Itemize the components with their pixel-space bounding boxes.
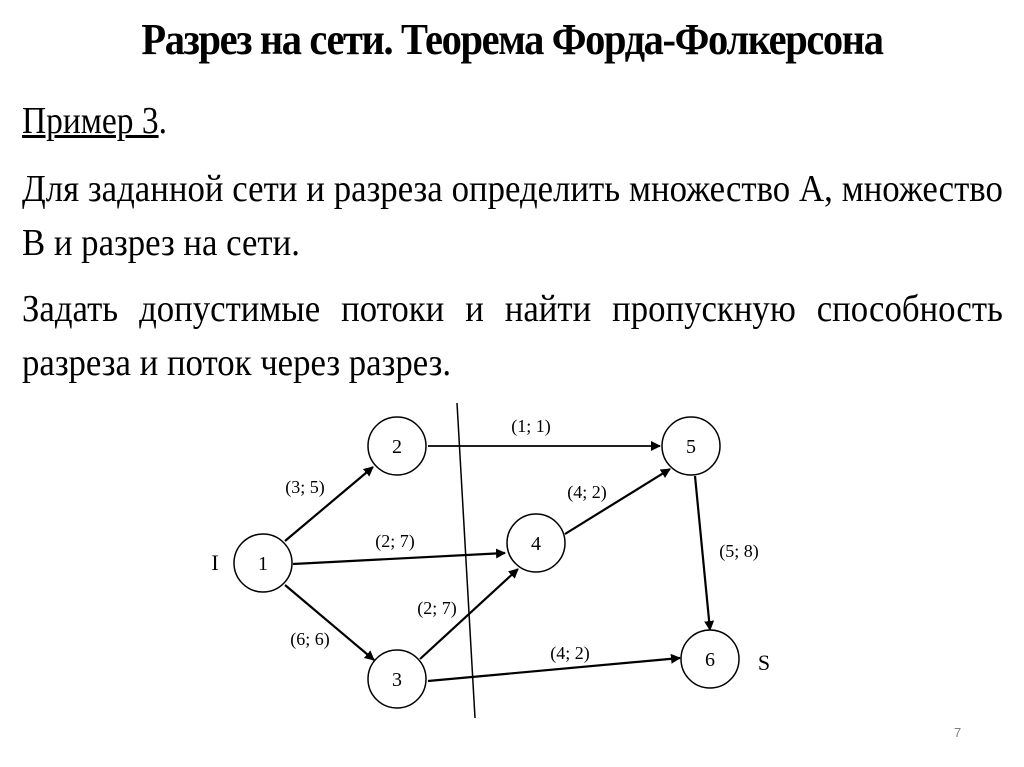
page-number: 7 (954, 725, 962, 740)
node-2: 2 (367, 416, 427, 476)
node-6: 6 (680, 629, 740, 689)
task-paragraph-1: Для заданной сети и разреза определить м… (22, 168, 1003, 264)
node-5: 5 (661, 416, 721, 476)
edge-3-4: (2; 7) (417, 568, 519, 660)
edge-label: (6; 6) (290, 629, 330, 650)
edge-1-4: (2; 7) (292, 531, 506, 566)
cut-line (456, 402, 476, 719)
edge-3-6: (4; 2) (427, 643, 681, 683)
edge-label: (5; 8) (719, 541, 759, 562)
svg-text:2: 2 (392, 436, 402, 458)
node-3: 3 (367, 649, 427, 709)
edge-label: (4; 2) (550, 643, 590, 664)
svg-text:5: 5 (686, 436, 696, 458)
source-label: I (211, 550, 218, 575)
edge-2-5: (1; 1) (428, 416, 661, 451)
edge-label: (3; 5) (285, 477, 325, 498)
edge-label: (4; 2) (567, 482, 607, 503)
svg-text:6: 6 (705, 649, 715, 671)
edge-4-5: (4; 2) (564, 468, 671, 535)
edge-1-3: (6; 6) (284, 584, 375, 661)
example-label: Пример 3 (22, 100, 159, 142)
svg-text:1: 1 (258, 553, 268, 575)
svg-text:4: 4 (531, 533, 541, 555)
network-diagram: (3; 5) (2; 7) (6; 6) (1; 1) (2; 7) (4; 2… (211, 402, 770, 719)
edge-label: (2; 7) (375, 531, 415, 552)
edge-1-2: (3; 5) (284, 466, 374, 542)
edge-label: (2; 7) (417, 598, 457, 619)
edge-label: (1; 1) (511, 416, 551, 437)
node-1: 1 (233, 533, 293, 593)
sink-label: S (758, 650, 770, 675)
task-paragraph-2: Задать допустимые потоки и найти пропуск… (22, 288, 1003, 384)
example-suffix: . (158, 100, 167, 142)
example-heading: Пример 3. (22, 96, 167, 146)
svg-text:3: 3 (392, 669, 402, 691)
node-4: 4 (506, 513, 566, 573)
slide-title: Разрез на сети. Теорема Форда-Фолкерсона (141, 15, 884, 64)
edge-5-6: (5; 8) (693, 475, 759, 631)
